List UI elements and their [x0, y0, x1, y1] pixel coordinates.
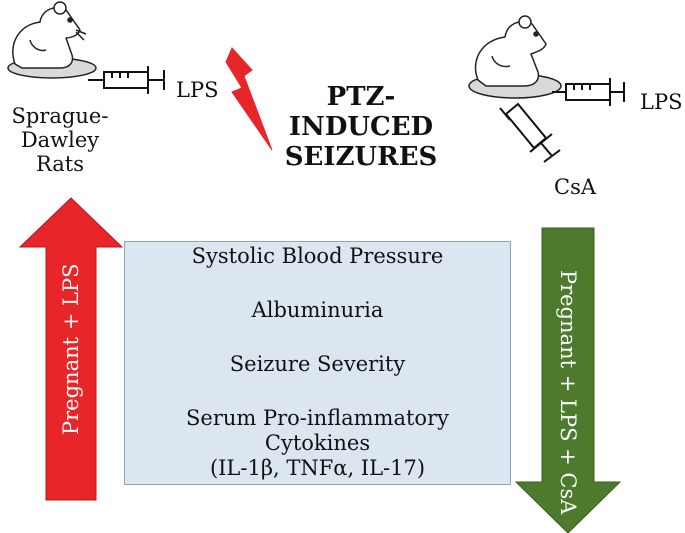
rat-left-icon [7, 1, 97, 79]
rats-label-line2: Dawley [20, 128, 100, 152]
ptz-line1: PTZ- [326, 82, 396, 112]
lps-right-label: LPS [640, 90, 683, 114]
effect-cytokines-line1: Serum Pro-inflammatory [186, 406, 449, 430]
syringe-csa-icon [499, 102, 561, 163]
ptz-line2: INDUCED [288, 112, 434, 142]
rats-label-line1: Sprague- [11, 104, 109, 128]
csa-label: CsA [554, 175, 597, 199]
effect-seizure-severity: Seizure Severity [229, 352, 406, 376]
down-arrow [514, 227, 622, 533]
ptz-line3: SEIZURES [284, 142, 438, 172]
effects-box: Systolic Blood Pressure Albuminuria Seiz… [124, 241, 511, 485]
effect-blood-pressure: Systolic Blood Pressure [191, 244, 444, 268]
effect-cytokines-line2: Cytokines [264, 431, 371, 455]
rat-right-icon [468, 15, 562, 99]
down-arrow-label: Pregnant + LPS + CsA [556, 270, 580, 515]
up-arrow-label: Pregnant + LPS [59, 263, 83, 435]
up-arrow [18, 197, 124, 501]
lps-left-label: LPS [176, 78, 219, 102]
lightning-bolt-icon [225, 47, 273, 151]
syringe-lps-left-icon [88, 66, 165, 94]
rats-label-line3: Rats [35, 152, 85, 176]
ptz-title: PTZ- INDUCED SEIZURES [276, 82, 446, 172]
effect-cytokines-line3: (IL-1β, TNFα, IL-17) [209, 456, 426, 480]
effect-albuminuria: Albuminuria [251, 298, 384, 322]
rats-label: Sprague- Dawley Rats [0, 104, 120, 176]
syringe-lps-right-icon [552, 78, 625, 106]
